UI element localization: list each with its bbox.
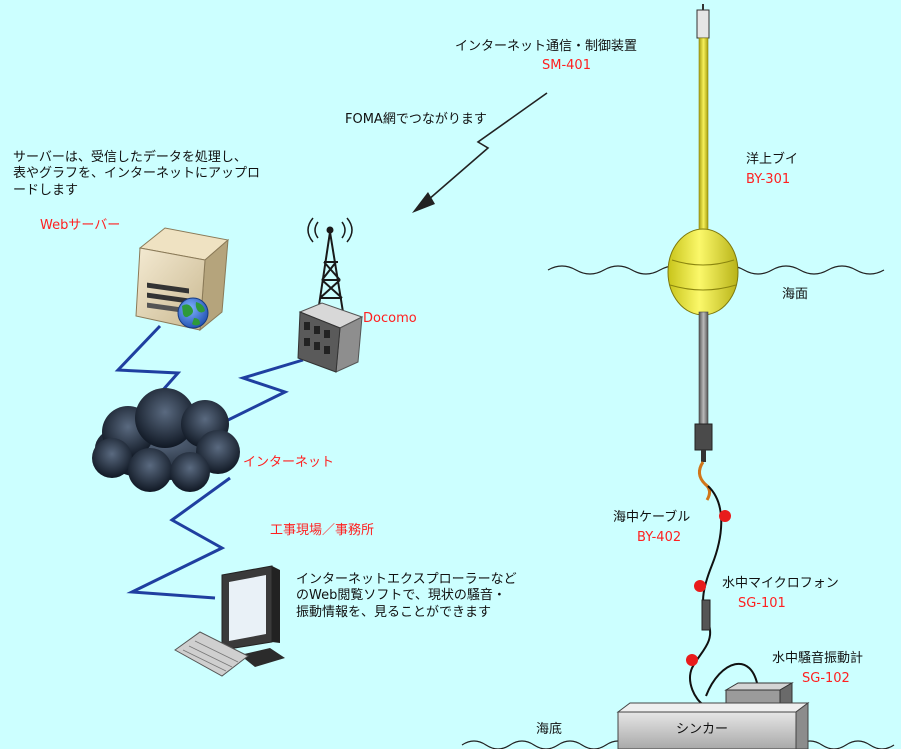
tower-to-cloud-link bbox=[221, 358, 304, 425]
buoy-structure bbox=[667, 4, 739, 501]
meter-cable bbox=[705, 662, 759, 697]
buoy-model: BY-301 bbox=[746, 172, 791, 187]
microphone-title: 水中マイクロフォン bbox=[722, 576, 839, 591]
microphone-unit bbox=[701, 599, 711, 631]
globe-icon bbox=[177, 297, 209, 329]
pc-desc-line-2: のWeb閲覧ソフトで、現状の騒音・ bbox=[296, 588, 506, 604]
microphone-model: SG-101 bbox=[738, 596, 786, 611]
cloud-to-pc-link bbox=[126, 476, 231, 600]
cable-model: BY-402 bbox=[637, 530, 682, 545]
site-office-label: 工事現場／事務所 bbox=[270, 523, 375, 538]
noise-meter-model: SG-102 bbox=[802, 671, 850, 686]
server-desc-line-3: ードします bbox=[13, 182, 79, 198]
meter-marker bbox=[686, 654, 698, 666]
docomo-label: Docomo bbox=[363, 311, 417, 326]
antenna-tower-icon bbox=[307, 217, 353, 313]
device-model: SM-401 bbox=[542, 58, 591, 73]
noise-meter-title: 水中騒音振動計 bbox=[772, 651, 864, 666]
seabed-label: 海底 bbox=[536, 722, 563, 737]
internet-label: インターネット bbox=[243, 455, 335, 470]
lightning-arrow-icon bbox=[412, 92, 548, 213]
server-description: サーバーは、受信したデータを処理し、 表やグラフを、インターネットにアップロ ー… bbox=[13, 150, 260, 199]
pc-desc-line-3: 振動情報を、見ることができます bbox=[296, 604, 492, 620]
underwater-cable bbox=[689, 485, 723, 706]
cloud-icon bbox=[92, 388, 240, 492]
building-icon bbox=[297, 302, 364, 373]
pc-description: インターネットエクスプローラーなど のWeb閲覧ソフトで、現状の騒音・ 振動情報… bbox=[296, 572, 517, 621]
foma-network-text: FOMA網でつながります bbox=[345, 112, 487, 127]
computer-icon bbox=[174, 565, 285, 677]
cable-title: 海中ケーブル bbox=[613, 510, 691, 525]
cable-marker bbox=[719, 510, 731, 522]
server-desc-line-2: 表やグラフを、インターネットにアップロ bbox=[13, 166, 261, 182]
server-desc-line-1: サーバーは、受信したデータを処理し、 bbox=[13, 150, 247, 165]
microphone-marker bbox=[694, 580, 706, 592]
device-title: インターネット通信・制御装置 bbox=[455, 39, 638, 54]
pc-desc-line-1: インターネットエクスプローラーなど bbox=[296, 572, 517, 587]
sea-surface-label: 海面 bbox=[782, 287, 809, 302]
sinker-label: シンカー bbox=[676, 722, 729, 737]
web-server-label: Webサーバー bbox=[40, 218, 121, 233]
sinker-block bbox=[616, 702, 810, 749]
buoy-title: 洋上ブイ bbox=[746, 152, 799, 167]
